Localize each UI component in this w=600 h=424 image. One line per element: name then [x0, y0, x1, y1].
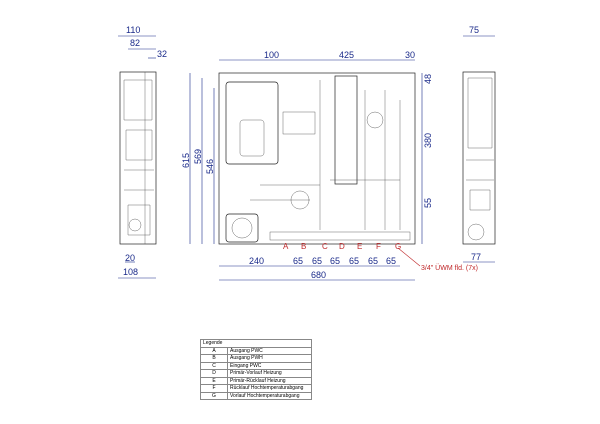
dim-546: 546 — [205, 159, 215, 174]
dim-110: 110 — [126, 25, 140, 35]
connection-c: C — [322, 242, 328, 251]
dim-108: 108 — [123, 267, 138, 277]
connection-f: F — [376, 242, 381, 251]
dim-55: 55 — [423, 198, 433, 208]
legend-key: C — [200, 361, 228, 370]
legend-label: Rücklauf Hochtemperaturabgang — [227, 384, 312, 393]
dim-380: 380 — [423, 133, 433, 148]
dim-100: 100 — [264, 50, 279, 60]
dim-240: 240 — [249, 256, 264, 266]
dim-65: 65 — [293, 256, 303, 266]
dim-48: 48 — [423, 74, 433, 84]
dim-30: 30 — [405, 50, 415, 60]
legend-label: Ausgang PWH — [227, 354, 312, 363]
dim-65: 65 — [386, 256, 396, 266]
dim-77: 77 — [471, 252, 481, 262]
connection-d: D — [339, 242, 345, 251]
dim-65: 65 — [330, 256, 340, 266]
legend-title: Legende — [200, 339, 312, 348]
legend-key: D — [200, 369, 228, 378]
legend-label: Ausgang PWC — [227, 346, 312, 355]
dim-20: 20 — [125, 253, 135, 263]
connection-g: G — [395, 242, 401, 251]
connection-a: A — [283, 242, 289, 251]
legend-label: Primär-Rücklauf Heizung — [227, 376, 312, 385]
legend-key: B — [200, 354, 228, 363]
dim-65: 65 — [368, 256, 378, 266]
dim-425: 425 — [339, 50, 354, 60]
legend-label: Primär-Vorlauf Heizung — [227, 369, 312, 378]
dim-32: 32 — [157, 49, 167, 59]
dim-65: 65 — [312, 256, 322, 266]
dim-82: 82 — [130, 38, 140, 48]
legend-key: G — [200, 391, 228, 400]
legend-label: Vorlauf Hochtemperaturabgang — [227, 391, 312, 400]
dim-615: 615 — [181, 153, 191, 168]
dim-569: 569 — [193, 149, 203, 164]
legend-key: A — [200, 346, 228, 355]
front-view: 100 425 30 615 569 546 48 380 55 240 65 … — [181, 50, 478, 281]
dim-65: 65 — [349, 256, 359, 266]
legend-key: F — [200, 384, 228, 393]
connection-e: E — [357, 242, 362, 251]
connection-note: 3/4" ÜWM fld. (7x) — [421, 264, 478, 272]
dim-680: 680 — [311, 270, 326, 280]
legend-label: Eingang PWC — [227, 361, 312, 370]
legend-key: E — [200, 376, 228, 385]
dim-75: 75 — [469, 25, 479, 35]
right-side-view: 75 77 — [462, 25, 496, 263]
left-side-view: 110 82 32 20 108 — [118, 25, 167, 279]
connection-b: B — [301, 242, 306, 251]
